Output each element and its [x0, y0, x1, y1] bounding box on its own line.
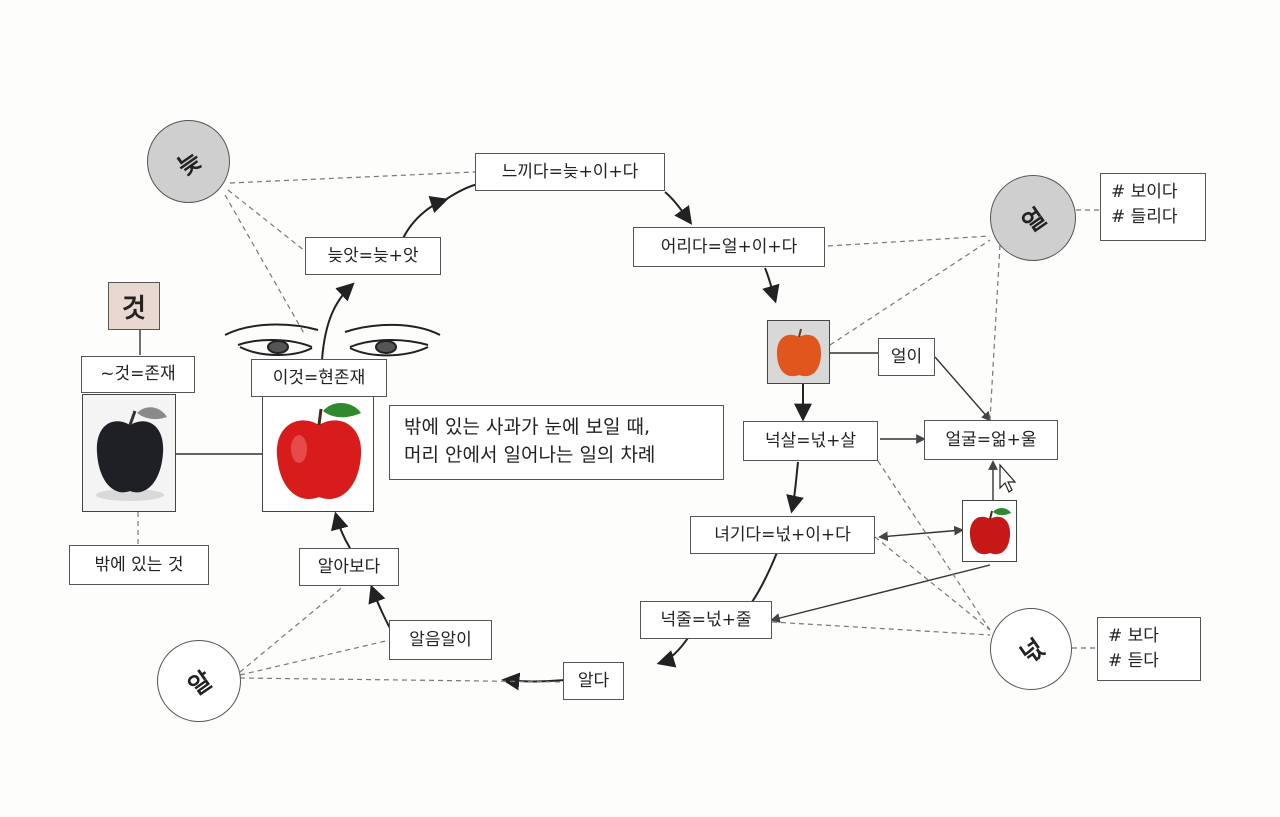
node-aleum: 알음알이 [389, 620, 492, 660]
node-nuksal: 넉살=넋+살 [743, 421, 878, 461]
note-neok-line-2: # 듣다 [1108, 650, 1159, 671]
circle-eol-label: 얼 [1017, 202, 1052, 238]
dark-apple-image [82, 394, 176, 512]
circle-al: 알 [157, 640, 241, 722]
diagram-caption: 밖에 있는 사과가 눈에 보일 때, 머리 안에서 일어나는 일의 차례 [389, 405, 724, 480]
node-nukjul: 넉줄=넋+줄 [640, 601, 772, 639]
note-neok-line-1: # 보다 [1108, 626, 1159, 646]
small-red-apple-image [962, 500, 1017, 562]
node-neogida: 녀기다=넋+이+다 [690, 516, 875, 554]
red-apple-image [262, 396, 374, 512]
note-eol-line-2: # 들리다 [1111, 206, 1178, 227]
node-neukkida: 느끼다=늦+이+다 [475, 153, 665, 191]
circle-neut-label: 늦 [172, 145, 208, 182]
caption-line-1: 밖에 있는 사과가 눈에 보일 때, [404, 416, 650, 438]
caption-line-2: 머리 안에서 일어나는 일의 차례 [404, 443, 656, 466]
apple-icon [969, 507, 1011, 555]
node-eori: 얼이 [878, 338, 935, 376]
node-igeot: 이것=현존재 [251, 359, 387, 397]
node-geot-jonjae: ~것=존재 [81, 356, 195, 393]
node-neujat: 늦앗=늦+앗 [305, 237, 441, 275]
node-eolgul: 얼굴=얾+울 [924, 420, 1058, 460]
geot-label: 것 [108, 282, 160, 330]
note-eol: # 보이다 # 들리다 [1100, 173, 1206, 241]
node-eorida: 어리다=얼+이+다 [633, 227, 825, 267]
circle-neok: 넋 [990, 608, 1072, 690]
solid-connectors [139, 330, 998, 623]
apple-icon [276, 402, 362, 500]
eyes-icon [224, 323, 441, 357]
apple-icon [776, 328, 822, 377]
note-neok: # 보다 # 듣다 [1097, 617, 1201, 681]
node-alaboda: 알아보다 [299, 548, 399, 586]
node-alda: 알다 [563, 662, 624, 700]
circle-neut: 늦 [147, 120, 230, 203]
apple-icon [96, 407, 167, 501]
orange-apple-image [767, 320, 830, 384]
circle-neok-label: 넋 [1015, 633, 1050, 669]
circle-eol: 얼 [990, 175, 1076, 261]
circle-al-label: 알 [183, 665, 218, 701]
dashed-connectors [137, 171, 1100, 683]
cursor-icon [999, 463, 1017, 493]
node-bakke: 밖에 있는 것 [69, 545, 209, 585]
note-eol-line-1: # 보이다 [1111, 182, 1178, 202]
